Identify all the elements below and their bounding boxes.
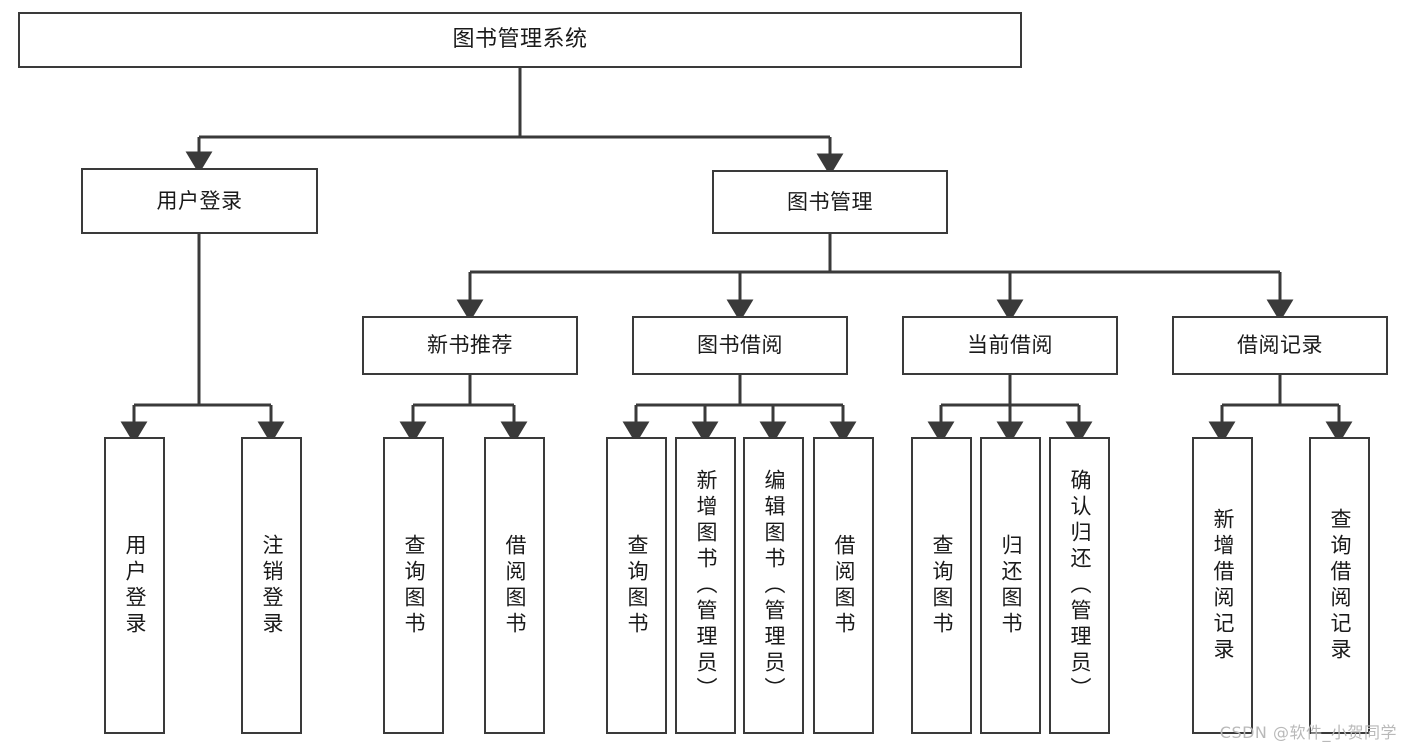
leaf-book-borrow-query-books[interactable]: 查询图书 <box>606 437 667 734</box>
leaf-book-borrow-borrow-books[interactable]: 借阅图书 <box>813 437 874 734</box>
leaf-user-login-login[interactable]: 用户登录 <box>104 437 165 734</box>
leaf-current-borrow-query-books[interactable]: 查询图书 <box>911 437 972 734</box>
node-book-borrow[interactable]: 图书借阅 <box>632 316 848 375</box>
node-borrow-record[interactable]: 借阅记录 <box>1172 316 1388 375</box>
node-label: 图书管理 <box>787 189 873 214</box>
node-label: 借阅图书 <box>832 533 856 638</box>
node-current-borrow[interactable]: 当前借阅 <box>902 316 1118 375</box>
node-label: 查询图书 <box>930 533 954 638</box>
node-label: 当前借阅 <box>967 333 1053 357</box>
leaf-new-book-borrow-books[interactable]: 借阅图书 <box>484 437 545 734</box>
node-label: 归还图书 <box>999 533 1023 638</box>
node-label: 借阅记录 <box>1237 333 1323 357</box>
leaf-user-login-logout[interactable]: 注销登录 <box>241 437 302 734</box>
csdn-watermark: CSDN @软件_小贺同学 <box>1219 723 1397 742</box>
leaf-current-borrow-return-books[interactable]: 归还图书 <box>980 437 1041 734</box>
leaf-book-borrow-edit-book-admin[interactable]: 编辑图书（管理员） <box>743 437 804 734</box>
node-label: 注销登录 <box>260 533 284 638</box>
node-label: 确认归还（管理员） <box>1068 468 1092 703</box>
node-label: 查询图书 <box>625 533 649 638</box>
leaf-new-book-query-books[interactable]: 查询图书 <box>383 437 444 734</box>
node-label: 新增图书（管理员） <box>694 468 718 703</box>
leaf-current-borrow-confirm-return-admin[interactable]: 确认归还（管理员） <box>1049 437 1110 734</box>
node-label: 查询借阅记录 <box>1328 507 1352 664</box>
node-label: 用户登录 <box>123 533 147 638</box>
node-label: 新增借阅记录 <box>1211 507 1235 664</box>
leaf-book-borrow-add-book-admin[interactable]: 新增图书（管理员） <box>675 437 736 734</box>
node-label: 图书管理系统 <box>452 27 588 52</box>
node-label: 新书推荐 <box>427 333 513 357</box>
node-label: 用户登录 <box>156 188 243 213</box>
node-user-login[interactable]: 用户登录 <box>81 168 318 234</box>
leaf-borrow-record-add-record[interactable]: 新增借阅记录 <box>1192 437 1253 734</box>
node-label: 查询图书 <box>402 533 426 638</box>
node-new-book-recommend[interactable]: 新书推荐 <box>362 316 578 375</box>
node-label: 编辑图书（管理员） <box>762 468 786 703</box>
node-label: 借阅图书 <box>503 533 527 638</box>
node-book-management[interactable]: 图书管理 <box>712 170 948 234</box>
node-root-book-management-system[interactable]: 图书管理系统 <box>18 12 1022 68</box>
node-label: 图书借阅 <box>697 333 783 357</box>
leaf-borrow-record-query-record[interactable]: 查询借阅记录 <box>1309 437 1370 734</box>
